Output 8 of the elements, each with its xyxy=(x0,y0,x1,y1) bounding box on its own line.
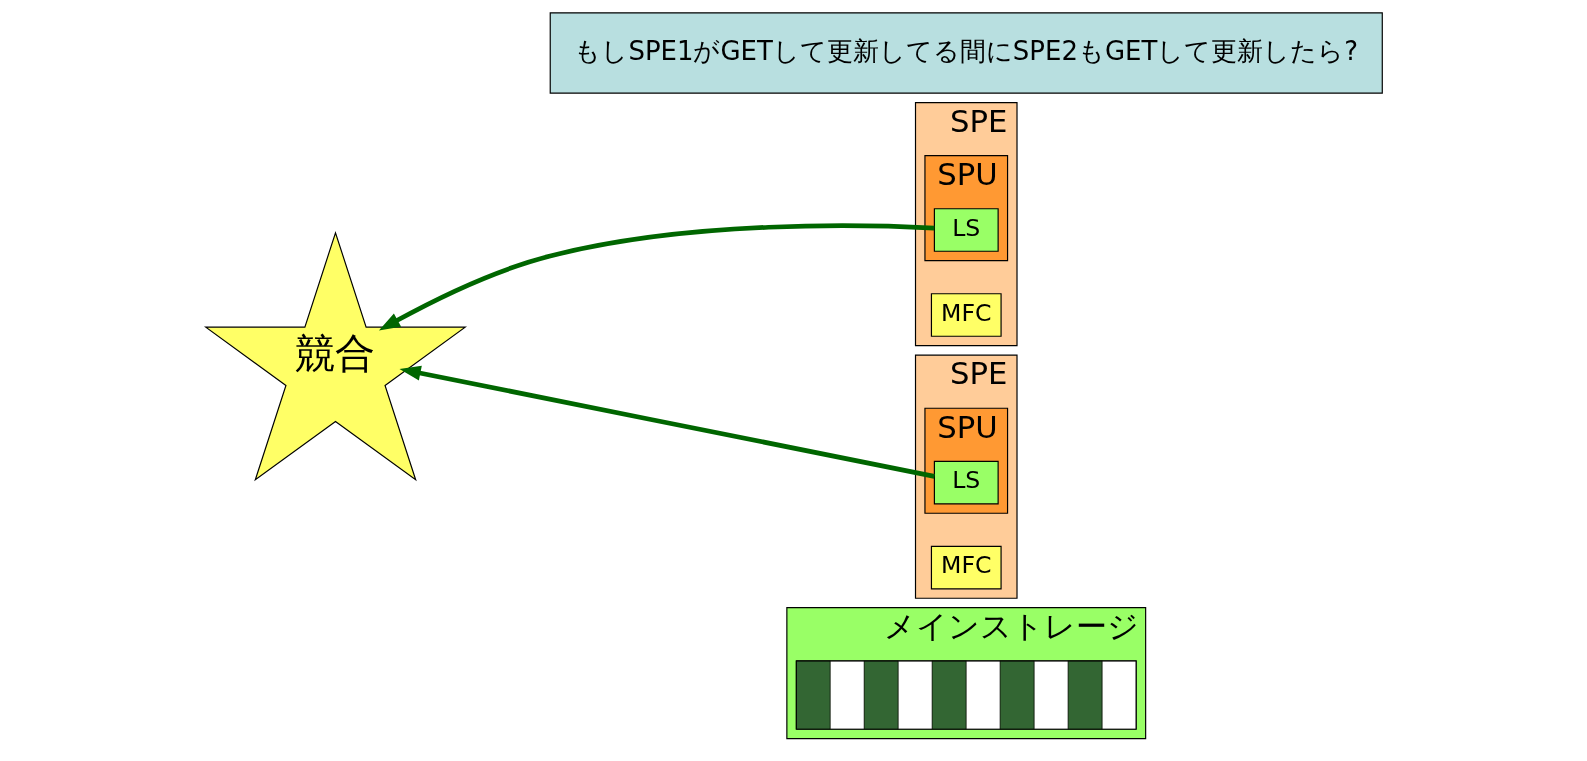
arrow xyxy=(378,223,934,331)
node-box: MFC xyxy=(930,293,1002,337)
cluster: メインストレージ xyxy=(785,607,1146,740)
node-box: MFC xyxy=(930,545,1002,590)
node-box: もしSPE1がGETして更新してる間にSPE2もGETして更新したら? xyxy=(549,12,1383,94)
arrow xyxy=(398,365,935,479)
node-box: LS xyxy=(933,208,999,252)
node-box: LS xyxy=(933,460,999,505)
